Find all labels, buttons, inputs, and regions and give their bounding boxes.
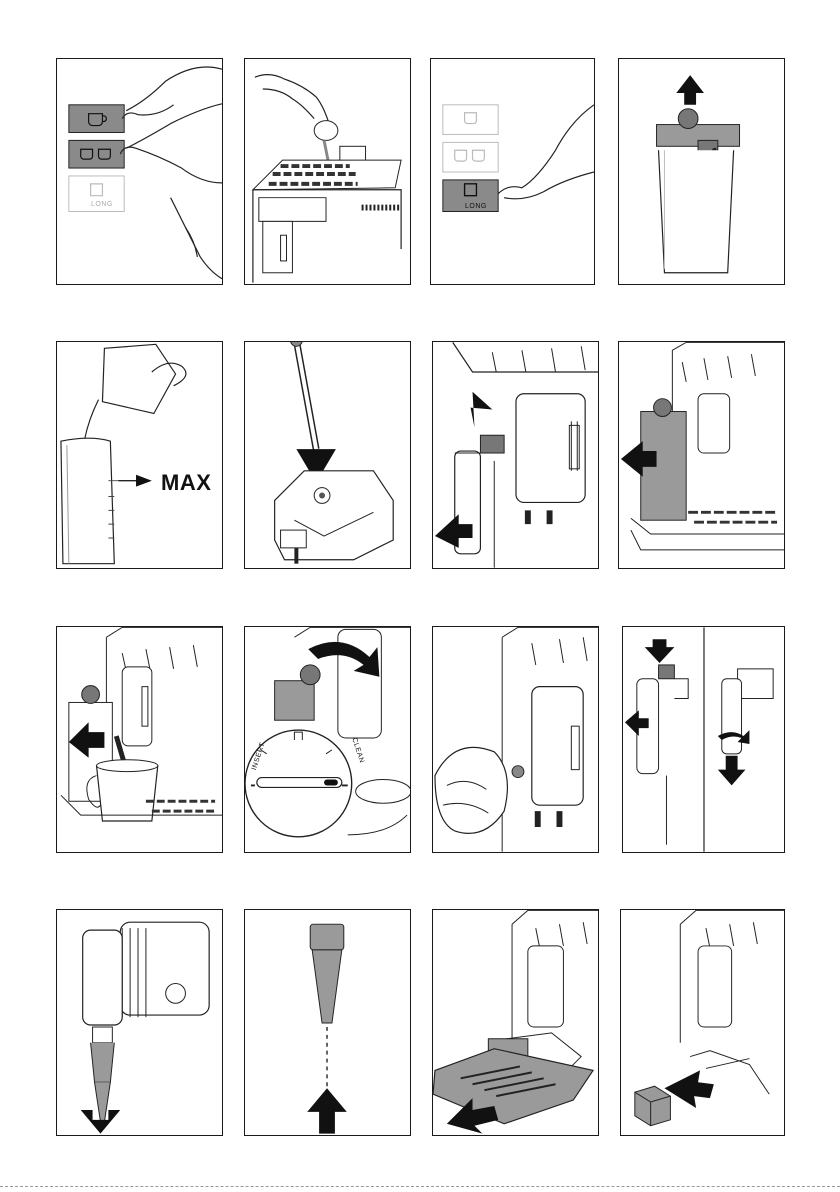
illustration-spoon-machine [245,59,410,284]
panel-13-pull-nozzle [56,909,223,1136]
illustration-release-spout [433,342,598,568]
illustration-grounds-container [621,910,784,1135]
illustration-milk-container-lid [619,59,784,284]
illustration-milk-pouring [57,342,222,568]
illustration-knob-dial [245,627,410,852]
illustration-cup-milk [57,627,222,852]
panel-6-insert-milk-tube [244,341,411,569]
illustration-attach-container [619,342,784,568]
illustration-drip-tray [433,910,598,1135]
panel-1-select-coffee-buttons: LONG [56,58,223,285]
max-level-label: MAX [161,470,211,496]
illustration-tube-insert [245,342,410,568]
panel-5-fill-milk-max: MAX [56,341,223,569]
illustration-nozzle-pull [57,910,222,1135]
illustration-nozzle-insert [245,910,410,1135]
panel-2-add-ground-coffee [244,58,411,285]
panel-11-wipe-steam-connector [432,626,599,853]
panel-14-reinsert-nozzle [244,909,411,1136]
illustration-wipe-cloth [433,627,598,852]
panel-10-turn-knob-clean: INSERT CLEAN [244,626,411,853]
panel-12-remove-milk-spout [622,626,785,853]
page-bottom-rule [0,1186,840,1187]
illustration-spout-removal [623,627,784,852]
panel-8-attach-milk-container [618,341,785,569]
long-coffee-label: LONG [91,201,113,208]
illustration-long-button [431,59,594,284]
panel-16-remove-grounds-container [620,909,785,1136]
panel-4-remove-milk-lid [618,58,785,285]
panel-7-press-release-spout [432,341,599,569]
panel-15-remove-drip-tray [432,909,599,1136]
panel-3-long-coffee-button: LONG [430,58,595,285]
illustration-buttons-fingers [57,59,222,284]
long-coffee-label: LONG [465,203,487,210]
panel-9-cup-under-spout [56,626,223,853]
